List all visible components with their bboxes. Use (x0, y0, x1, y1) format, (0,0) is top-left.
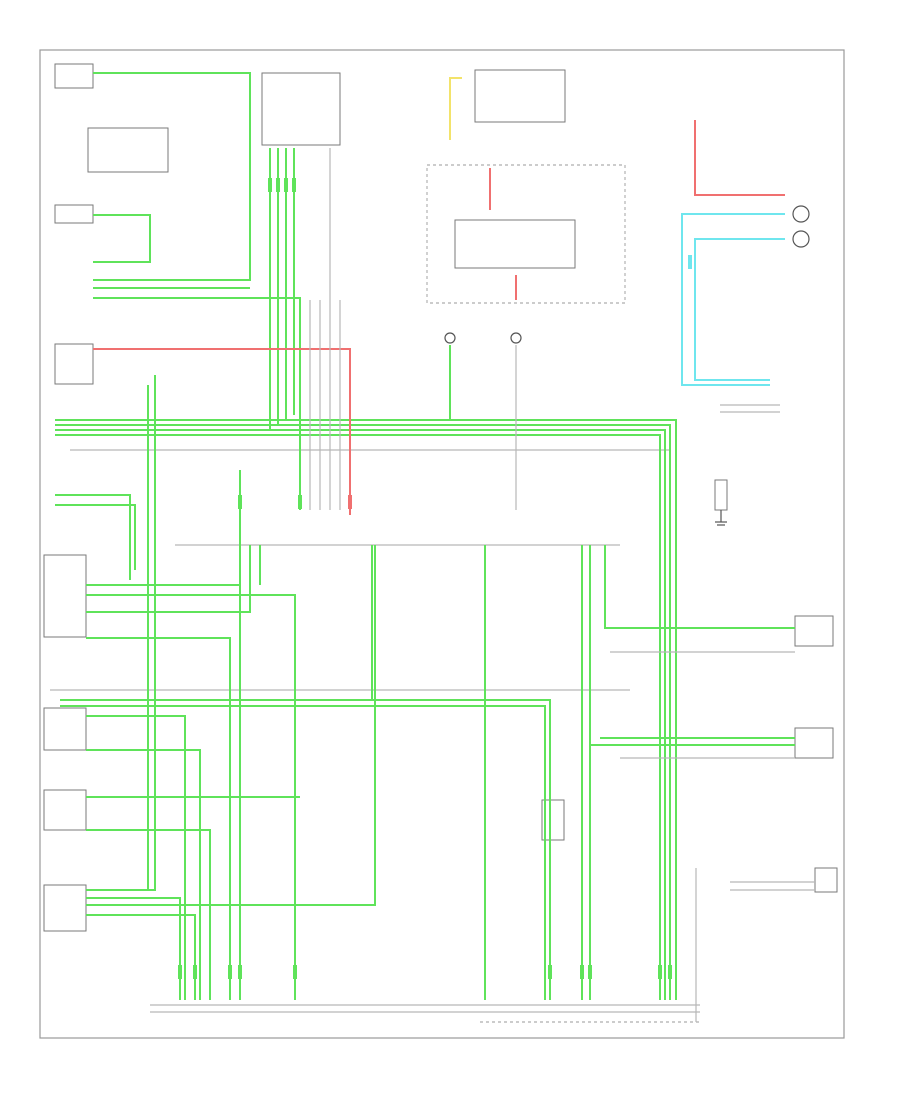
wire-rf-1 (86, 715, 186, 1000)
wire-bundle-2 (55, 429, 666, 1000)
wire-bundle-3 (55, 434, 661, 1000)
yellow-wires (449, 77, 462, 140)
green-wires (55, 72, 795, 1000)
bus-lines (50, 449, 700, 1023)
left-front-impact-sensor (43, 789, 87, 831)
gray-wires (309, 148, 815, 891)
fuse-box-connector (261, 72, 341, 146)
wire-defogger-loop (93, 72, 251, 281)
left-components (43, 63, 169, 932)
wire-passenger-switch (93, 214, 151, 263)
seat-belt-tensioner-connector (794, 727, 834, 759)
right-components (541, 205, 838, 893)
wire-front-impact-2 (60, 705, 546, 1000)
ground-icon (715, 510, 727, 526)
rear-window-defogger-connector (54, 63, 94, 89)
curtain-airbag-connector (714, 479, 728, 511)
occupant-sensor-connector (814, 867, 838, 893)
wire-ab-3 (86, 637, 231, 1000)
knee-airbag-connector (541, 799, 565, 841)
airbag-control-connector (43, 554, 87, 638)
wire-side-airbag-2 (694, 238, 785, 381)
red-wires (93, 120, 785, 515)
diagram-frame (39, 49, 845, 1039)
spiral-cable-icon (510, 332, 522, 344)
wire-left-drop-2 (86, 375, 156, 891)
wire-seat-sensor-2 (93, 297, 301, 510)
wire-seat-red (93, 348, 351, 515)
wire-rf-2 (86, 749, 201, 1000)
wire-ab-2 (86, 594, 296, 1000)
wire-ignition-red (694, 120, 785, 196)
side-airbag-inflator-icon-2 (792, 230, 810, 248)
wire-side-airbag-1 (681, 213, 785, 386)
wire-passenger-airbag (604, 545, 795, 629)
top-components (261, 69, 626, 344)
passenger-airbag-connector (794, 615, 834, 647)
wire-short-1 (55, 494, 131, 580)
steering-wheel-assembly-boundary (426, 164, 626, 304)
side-airbag-inflator-icon (792, 205, 810, 223)
multiplex-control-unit-connector (43, 884, 87, 932)
seat-position-sensor-connector (54, 343, 94, 385)
wire-lf-2 (86, 829, 211, 1000)
wire-bundle-1 (55, 424, 671, 1000)
wire-ab-1 (86, 584, 241, 1000)
steering-cable-reel (474, 69, 566, 123)
wire-steering-yellow (449, 77, 462, 140)
splice-marks (178, 178, 692, 979)
cyan-wires (681, 213, 785, 386)
wire-short-2 (55, 504, 136, 570)
right-front-impact-sensor (43, 707, 87, 751)
wire-front-impact-1 (60, 699, 551, 1000)
horn-switch-icon (444, 332, 456, 344)
front-passenger-switch-connector (54, 204, 94, 224)
wire-bundle-4 (55, 419, 677, 1000)
driver-airbag-module (454, 219, 576, 269)
rear-defogger-relay-box (87, 127, 169, 173)
